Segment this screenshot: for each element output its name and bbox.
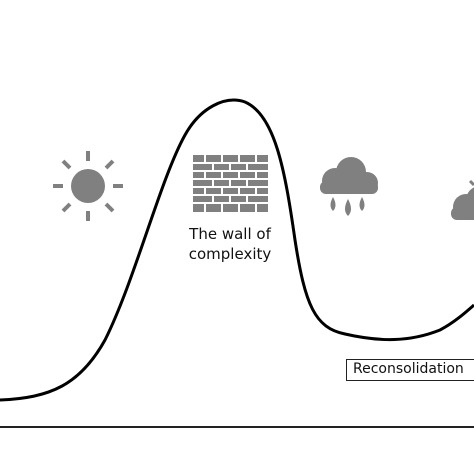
reconsolidation-phase-box: Reconsolidation <box>346 359 474 381</box>
brick-wall-icon <box>193 155 268 212</box>
sun-icon <box>53 151 123 221</box>
wall-label-line1: The wall of <box>189 225 271 243</box>
rain-cloud-icon <box>320 157 378 216</box>
reconsolidation-label: Reconsolidation <box>353 361 464 377</box>
complexity-curve <box>0 98 474 402</box>
cloud-sun-icon <box>451 179 474 220</box>
wall-of-complexity-label: The wall of complexity <box>172 224 288 264</box>
wall-label-line2: complexity <box>188 245 272 263</box>
